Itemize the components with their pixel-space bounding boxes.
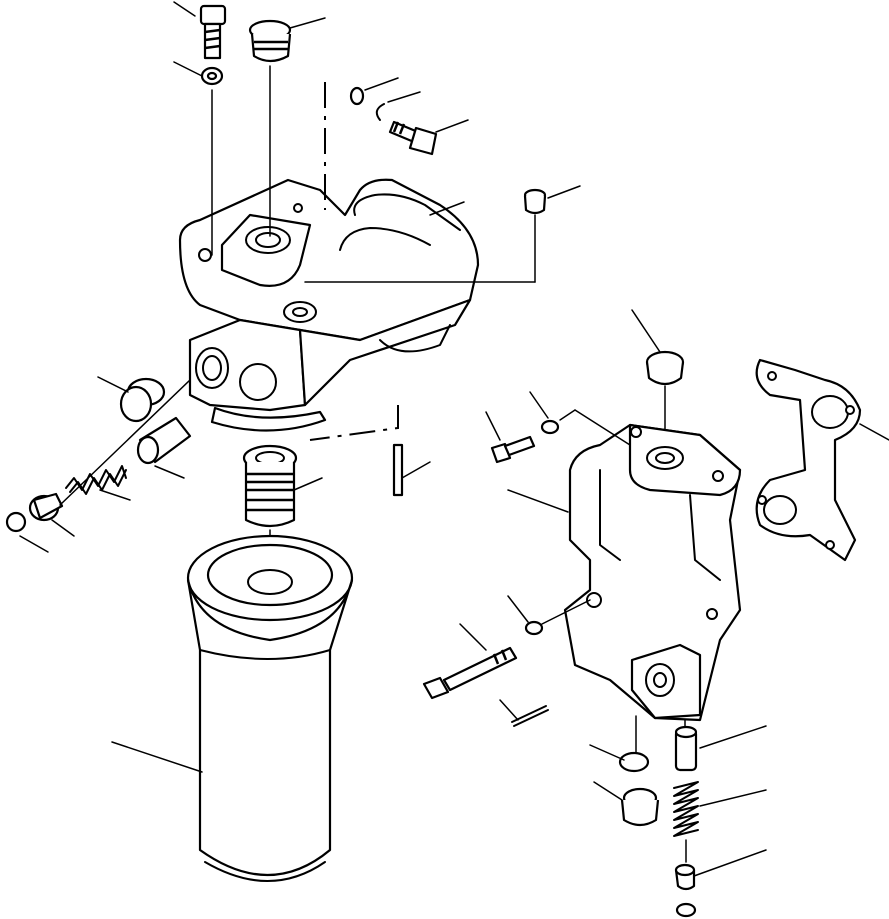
leader-line bbox=[589, 744, 625, 761]
valve-piston bbox=[136, 416, 192, 465]
valve-body-assembly bbox=[422, 350, 862, 918]
leader-line bbox=[51, 519, 75, 537]
leader-line bbox=[19, 535, 49, 553]
leader-line bbox=[859, 423, 889, 441]
threaded-nipple bbox=[242, 444, 298, 528]
valve-body bbox=[563, 423, 742, 722]
top-bolt bbox=[199, 4, 227, 60]
leader-line bbox=[529, 391, 549, 419]
bolt-washer bbox=[200, 66, 224, 86]
leader-line bbox=[631, 309, 661, 353]
leader-line bbox=[547, 185, 581, 199]
leader-lines bbox=[19, 1, 889, 877]
leader-line bbox=[699, 789, 767, 807]
leader-line bbox=[499, 699, 519, 721]
valve-spring bbox=[65, 465, 127, 495]
valve-spring-right bbox=[673, 781, 699, 837]
leader-line bbox=[154, 465, 185, 479]
leader-line bbox=[293, 477, 323, 491]
gasket bbox=[755, 358, 862, 562]
valve-ring-right bbox=[675, 902, 697, 918]
leader-line bbox=[111, 741, 203, 773]
valve-cap bbox=[28, 492, 64, 522]
valve-bolt-short bbox=[490, 435, 536, 464]
roll-pin bbox=[511, 705, 549, 727]
filter-head-assembly bbox=[5, 4, 547, 882]
valve-ring bbox=[5, 511, 27, 533]
leader-line bbox=[429, 201, 465, 216]
leader-line bbox=[97, 376, 129, 393]
side-bolt bbox=[388, 120, 438, 156]
leader-line bbox=[173, 1, 196, 17]
leader-line bbox=[289, 17, 326, 29]
leader-line bbox=[401, 461, 431, 479]
dowel-pin bbox=[392, 443, 404, 497]
leader-line bbox=[387, 91, 421, 103]
leader-line bbox=[693, 849, 767, 877]
valve-cap-right bbox=[674, 863, 696, 891]
valve-washer-top bbox=[540, 419, 560, 435]
snap-ring bbox=[375, 103, 385, 121]
leader-line bbox=[459, 623, 487, 651]
top-plug bbox=[248, 19, 292, 63]
leader-line bbox=[699, 725, 767, 749]
leader-line bbox=[507, 489, 569, 513]
filter-head-body bbox=[178, 178, 480, 432]
leader-line bbox=[173, 61, 203, 77]
valve-bolt-long bbox=[422, 646, 518, 700]
valve-washer-mid bbox=[524, 620, 544, 636]
side-plug bbox=[119, 377, 166, 423]
valve-o-ring bbox=[618, 751, 650, 773]
leader-line bbox=[99, 489, 131, 501]
o-ring-small bbox=[349, 86, 365, 106]
valve-piston-right bbox=[674, 725, 698, 772]
filter-cartridge bbox=[186, 534, 354, 882]
leader-line bbox=[507, 595, 529, 623]
leader-line bbox=[435, 119, 469, 133]
small-plug bbox=[523, 188, 547, 215]
leader-line bbox=[364, 77, 399, 91]
valve-top-plug bbox=[645, 350, 685, 386]
valve-bottom-plug bbox=[620, 787, 660, 827]
leader-line bbox=[485, 411, 501, 441]
leader-line bbox=[593, 781, 623, 801]
